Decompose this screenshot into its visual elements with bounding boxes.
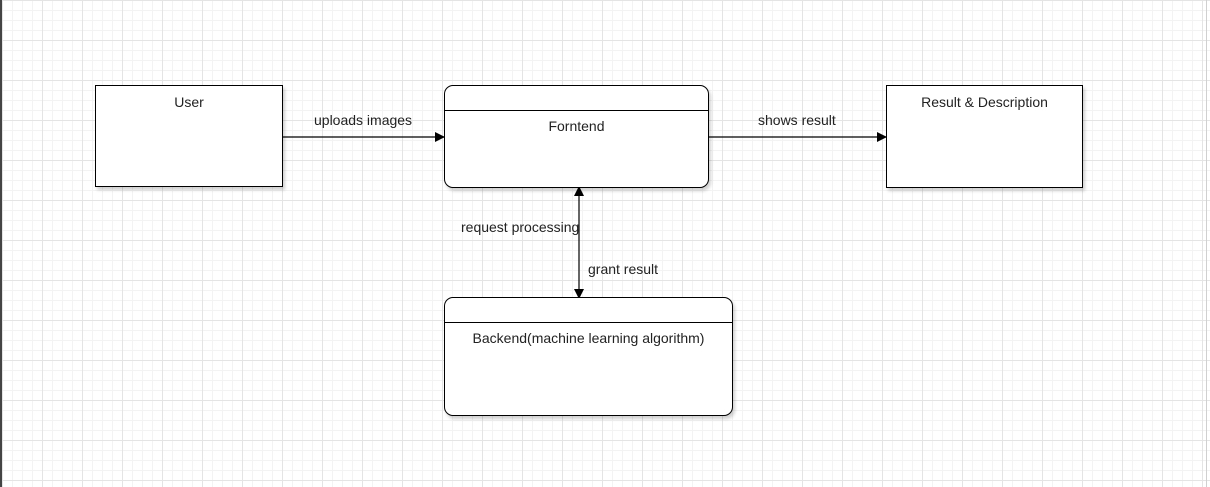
edge-label-shows-result: shows result (758, 112, 836, 128)
edge-label-grant-result: grant result (588, 261, 659, 277)
node-user-label: User (174, 94, 204, 110)
node-user[interactable]: User (95, 85, 283, 187)
node-result-label: Result & Description (921, 94, 1048, 110)
canvas-right-border (1206, 0, 1207, 487)
canvas-left-border (0, 0, 2, 487)
node-frontend-label: Forntend (548, 118, 605, 134)
node-backend-divider (445, 322, 732, 323)
node-frontend-divider (445, 110, 708, 111)
node-frontend[interactable]: Forntend (444, 85, 709, 188)
node-result[interactable]: Result & Description (886, 85, 1083, 188)
edge-label-request-processing: request processing (461, 219, 580, 235)
node-backend[interactable]: Backend(machine learning algorithm) (444, 297, 733, 416)
edge-label-uploads-images: uploads images (314, 112, 413, 128)
node-backend-label: Backend(machine learning algorithm) (472, 330, 705, 346)
